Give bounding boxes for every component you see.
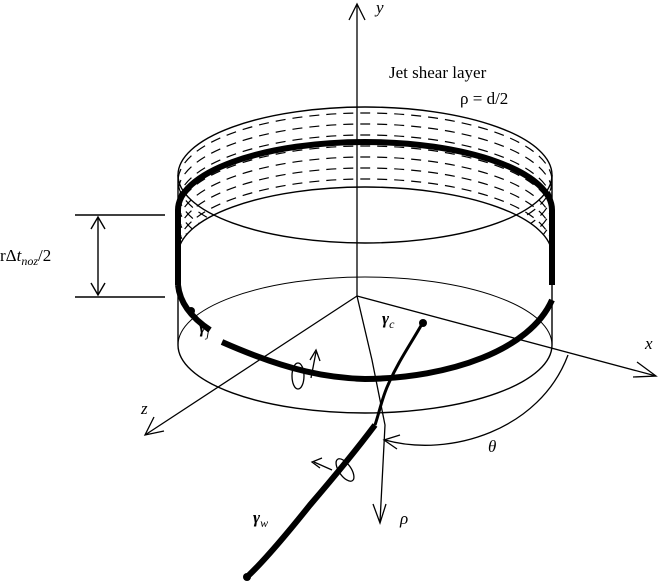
rotation-indicator-ring — [291, 348, 321, 390]
y-axis-arrowhead — [348, 2, 366, 21]
x-axis-line — [356, 295, 657, 377]
cylinder-mid-back-edge — [177, 186, 553, 256]
vortex-filament-w — [245, 423, 378, 579]
thickness-dimension — [75, 214, 165, 298]
cylinder-top-back-edge — [177, 106, 553, 176]
z-axis-line — [144, 295, 358, 436]
jet-cylinder — [177, 106, 553, 414]
gamma-j-label: γj — [199, 318, 210, 340]
cylinder-bottom-front-edge — [177, 344, 553, 414]
cylinder-bottom-back-edge — [177, 276, 553, 346]
vortex-filament-c — [373, 323, 424, 426]
gamma-w-endpoint — [243, 573, 251, 581]
x-axis-arrowhead — [632, 361, 658, 378]
z-axis-arrowhead — [143, 416, 165, 436]
gamma-c-label: γc — [382, 309, 395, 331]
gamma-j-endpoint — [187, 307, 195, 315]
z-axis-label: z — [140, 399, 148, 418]
y-axis-label: y — [374, 0, 384, 17]
shear-layer-radius-label: ρ = d/2 — [460, 89, 508, 108]
thickness-label: rΔtnoz/2 — [0, 246, 51, 268]
vortex-ring-front-lower — [220, 298, 555, 383]
rho-axis-label: ρ — [399, 509, 408, 528]
rho-axis-line — [356, 295, 386, 523]
theta-arrowhead — [382, 434, 401, 450]
rho-axis-arrowhead — [372, 503, 387, 526]
axes — [143, 2, 658, 526]
gamma-c-endpoint — [419, 319, 427, 327]
theta-arc — [384, 354, 569, 446]
vortex-ring-back-arc — [175, 139, 555, 211]
cylinder-top-front-edge — [177, 174, 553, 244]
rotation-indicator-wake — [310, 457, 355, 482]
theta-label: θ — [488, 437, 496, 456]
x-axis-label: x — [644, 334, 653, 353]
jet-shear-layer-title: Jet shear layer — [389, 63, 487, 82]
gamma-w-label: γw — [253, 508, 268, 530]
